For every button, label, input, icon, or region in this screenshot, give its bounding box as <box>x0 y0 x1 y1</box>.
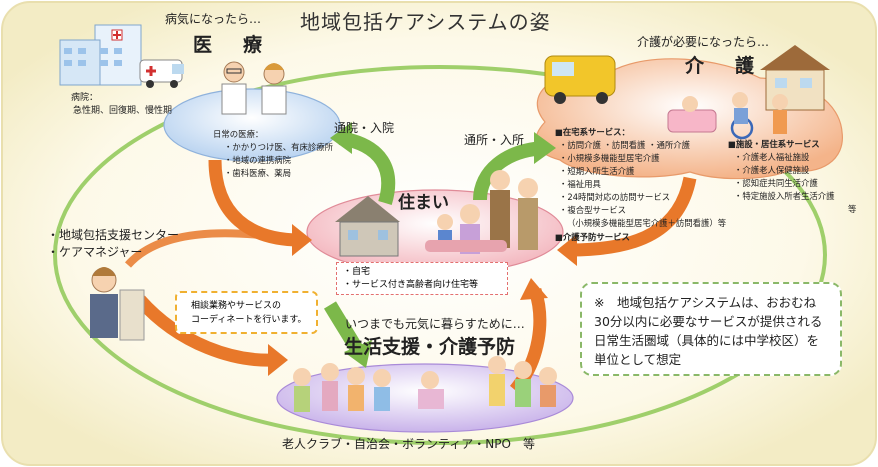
note-box: ※ 地域包括ケアシステムは、おおむね30分以内に必要なサービスが提供される日常生… <box>580 282 842 376</box>
daily-care-item: ・歯科医療、薬局 <box>224 168 291 178</box>
medical-blob <box>163 88 341 162</box>
facility-services-suffix: 等 <box>848 204 857 214</box>
home-service-item: ・小規模多機能型居宅介護 <box>559 153 660 163</box>
prevention-services-label: ■介護予防サービス <box>555 232 630 242</box>
care-house-icon <box>760 45 830 111</box>
home-service-item: ・福祉用具 <box>559 179 601 189</box>
green-arrow-care <box>473 141 546 201</box>
home-service-item: （小規模多機能型居宅介護＋訪問看護）等 <box>567 218 727 228</box>
hospital-types: 急性期、回復期、慢性期 <box>73 106 173 116</box>
note-text: ※ 地域包括ケアシステムは、おおむね30分以内に必要なサービスが提供される日常生… <box>594 295 823 367</box>
house-icon <box>335 196 400 257</box>
daycare-label: 通所・入所 <box>464 133 525 147</box>
facility-service-item: ・介護老人保健施設 <box>734 165 810 175</box>
home-service-item: ・24時間対応の訪問サービス <box>559 192 671 202</box>
family-icon <box>425 170 538 254</box>
facility-service-item: ・介護老人福祉施設 <box>734 152 810 162</box>
support-center-item: ・ケアマネジャー <box>47 245 143 259</box>
life-subtitle: いつまでも元気に暮らすために… <box>345 317 525 331</box>
life-footer: 老人クラブ・自治会・ボランティア・NPO 等 <box>282 437 535 451</box>
care-van-icon <box>544 55 616 104</box>
diagram-title: 地域包括ケアシステムの姿 <box>300 10 551 34</box>
housing-box: ・自宅 ・サービス付き高齢者向け住宅等 <box>336 262 508 295</box>
home-service-item: ・短期入所生活介護 <box>559 166 635 176</box>
hospital-visit-label: 通院・入院 <box>334 121 395 135</box>
orange-arrow-support <box>135 295 276 367</box>
orange-arrow-care <box>569 176 697 257</box>
hospital-label: 病院： <box>71 93 99 103</box>
housing-item: ・サービス付き高齢者向け住宅等 <box>343 280 479 290</box>
community-ring <box>53 65 827 445</box>
daily-care-item: ・かかりつけ医、有床診療所 <box>224 142 333 152</box>
nurse-icon <box>261 63 287 115</box>
housing-item: ・自宅 <box>343 267 371 277</box>
coordination-line: コーディネートを行います。 <box>191 315 307 325</box>
doctor-icon <box>221 61 247 115</box>
ambulance-icon <box>139 59 184 88</box>
daily-care-item: ・地域の連携病院 <box>224 155 291 165</box>
home-service-item: ・訪問介護 ・訪問看護 ・通所介護 <box>559 140 690 150</box>
wheelchair-icon <box>730 92 754 140</box>
coordination-box: 相談業務やサービスの コーディネートを行います。 <box>175 291 318 334</box>
caregiver-icon <box>772 94 788 134</box>
daily-care-label: 日常の医療： <box>213 129 264 139</box>
life-heading: 生活支援・介護予防 <box>344 336 516 358</box>
support-center-item: ・地域包括支援センター <box>47 228 180 242</box>
facility-service-item: ・認知症共同生活介護 <box>734 178 818 188</box>
home-service-item: ・複合型サービス <box>559 205 626 215</box>
care-heading: 介 護 <box>685 55 761 77</box>
medical-heading: 医 療 <box>193 34 269 56</box>
orange-arrow-support-up <box>124 229 286 268</box>
seniors-group-icon <box>293 363 444 412</box>
green-arrow-medical <box>338 131 396 206</box>
care-manager-icon <box>90 267 145 341</box>
care-subtitle: 介護が必要になったら… <box>637 35 770 49</box>
home-services-label: ■在宅系サービス： <box>555 127 630 137</box>
hospital-icon <box>59 24 142 86</box>
facility-services-label: ■施設・居住系サービス <box>728 139 820 149</box>
medical-subtitle: 病気になったら… <box>165 12 262 26</box>
facility-service-item: ・特定施設入所者生活介護 <box>734 191 835 201</box>
home-heading: 住まい <box>398 193 449 213</box>
bath-care-icon <box>667 96 717 133</box>
coordination-line: 相談業務やサービスの <box>191 301 282 311</box>
volunteers-icon <box>488 356 557 407</box>
